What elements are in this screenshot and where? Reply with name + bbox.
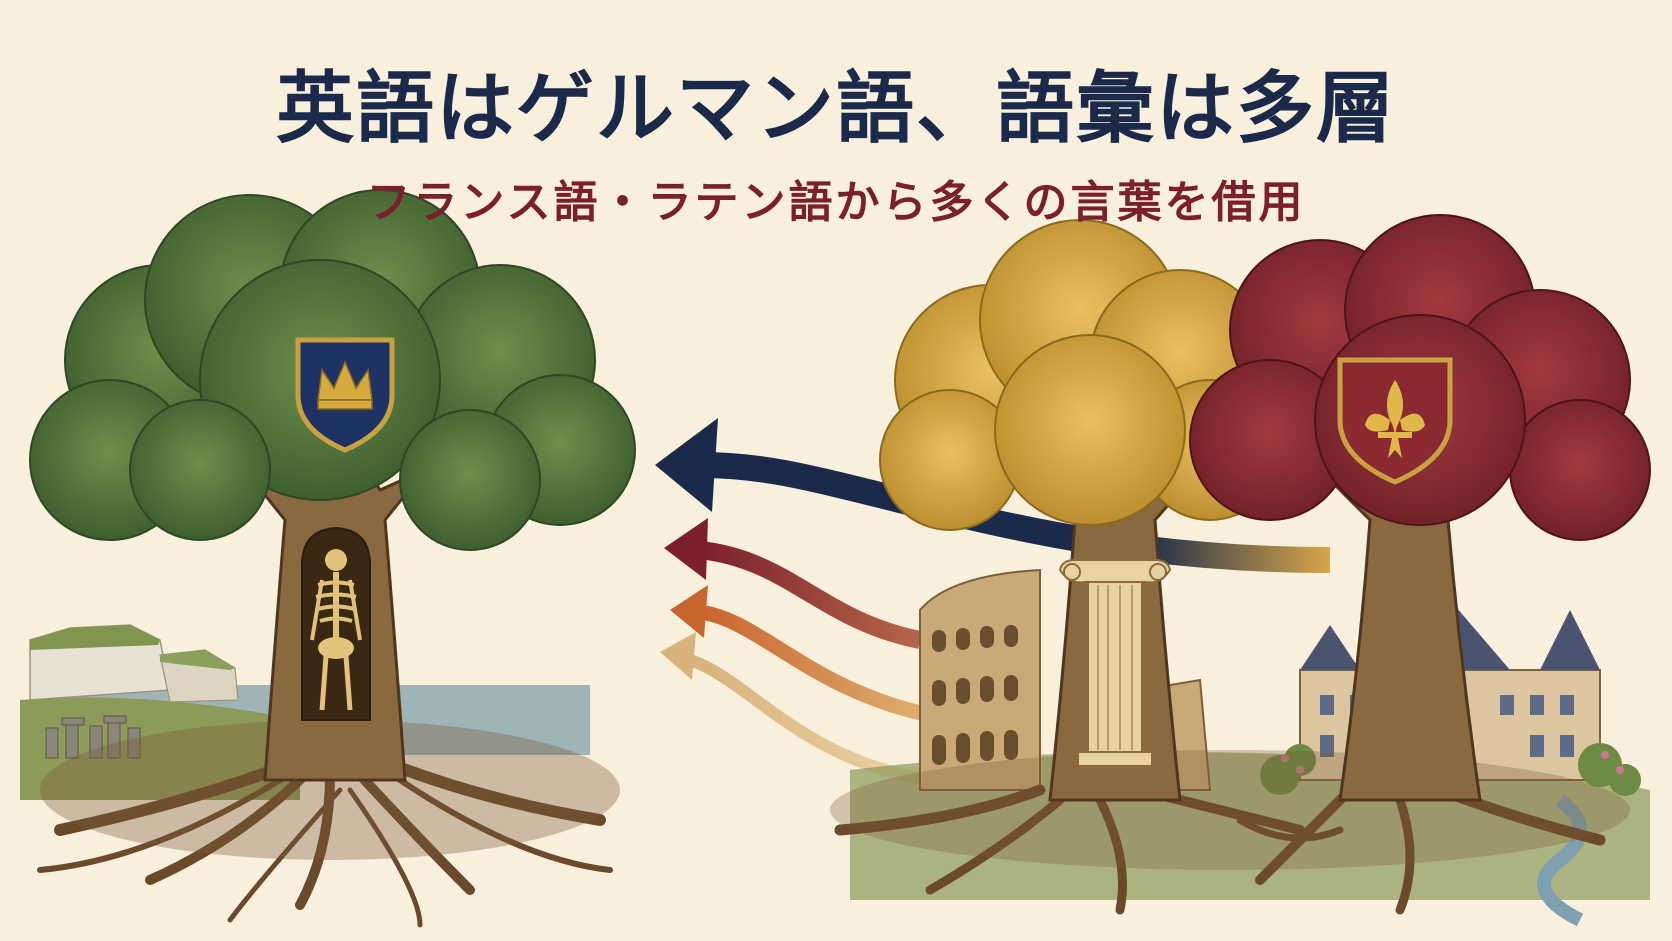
romance-scene	[830, 214, 1651, 927]
germanic-scene	[20, 189, 636, 928]
page-title: 英語はゲルマン語、語彙は多層	[275, 63, 1396, 154]
stonehenge-icon	[45, 715, 141, 759]
arrow-maroon	[698, 541, 922, 649]
skeleton-icon	[301, 526, 371, 721]
germanic-canopy	[29, 189, 636, 551]
white-cliffs-icon	[29, 624, 239, 703]
arrow-tan	[687, 654, 931, 786]
fleur-de-lis-shield-icon	[1337, 357, 1453, 485]
ionic-column-icon	[1058, 559, 1172, 767]
crown-shield-icon	[295, 337, 395, 453]
page-subtitle: フランス語・ラテン語から多くの言葉を借用	[366, 177, 1306, 228]
arrow-orange	[698, 604, 932, 723]
colosseum-icon	[919, 568, 1212, 791]
